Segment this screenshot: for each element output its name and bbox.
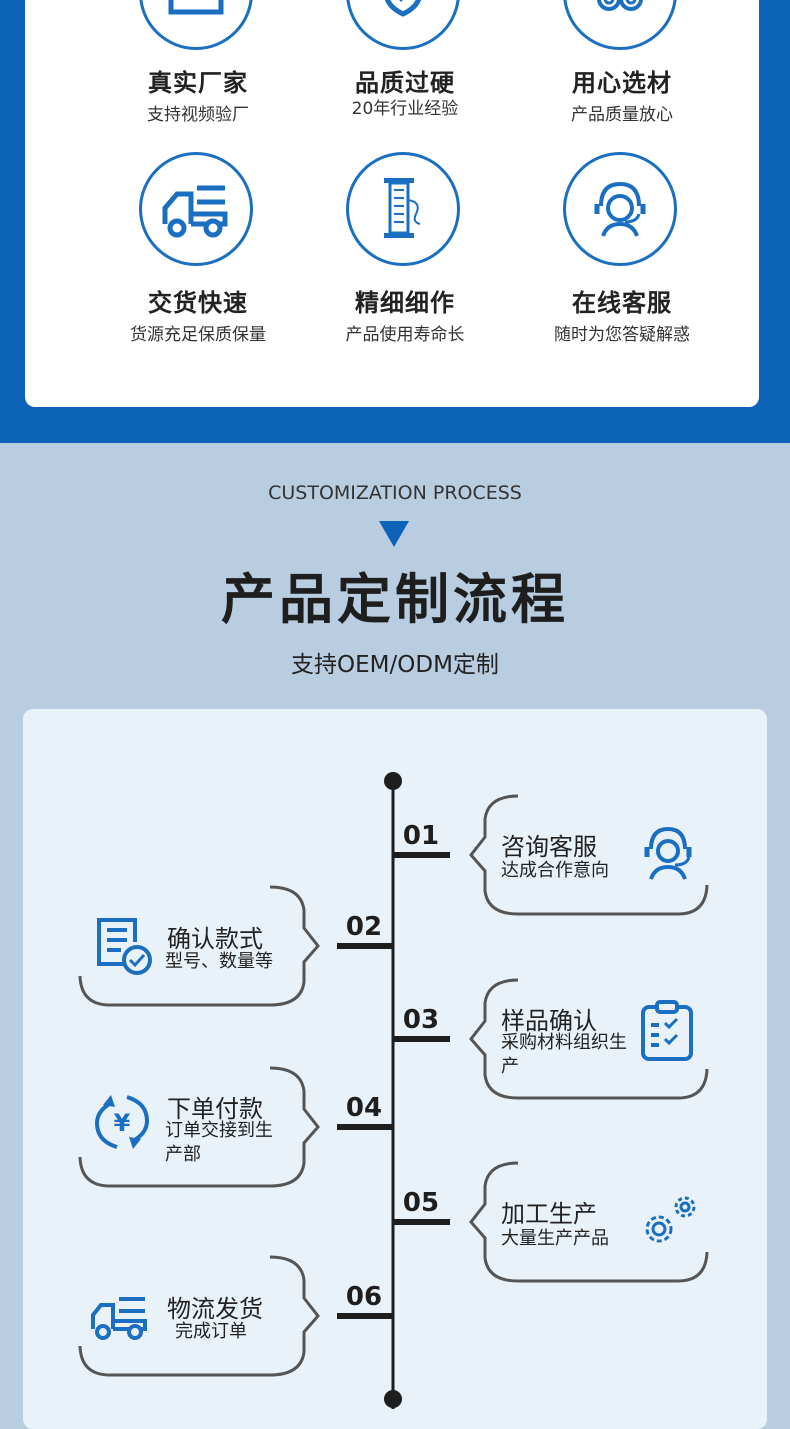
step-title: 物流发货 bbox=[167, 1295, 263, 1323]
step-title: 样品确认 bbox=[501, 1007, 597, 1035]
step-subtitle: 完成订单 bbox=[175, 1321, 247, 1342]
spool-icon bbox=[346, 152, 460, 266]
truck-icon bbox=[91, 1297, 147, 1340]
material-roll-icon bbox=[563, 0, 677, 50]
process-panel: 01 02 03 04 05 06 咨询客服 达成合作意向 确认款式 型号、数量… bbox=[23, 709, 767, 1429]
step-number: 04 bbox=[345, 1093, 383, 1123]
headset-icon bbox=[644, 826, 692, 880]
document-check-icon bbox=[97, 918, 152, 975]
feature-subtitle: 货源充足保质保量 bbox=[130, 325, 266, 345]
feature-title: 精细细作 bbox=[355, 289, 455, 317]
gears-icon bbox=[645, 1196, 696, 1243]
feature-title: 品质过硬 bbox=[355, 69, 455, 97]
step-title: 咨询客服 bbox=[501, 833, 597, 861]
step-number: 01 bbox=[402, 821, 440, 851]
truck-icon bbox=[139, 152, 253, 266]
step-subtitle: 采购材料组织生产 bbox=[501, 1032, 627, 1077]
svg-text:¥: ¥ bbox=[114, 1109, 131, 1137]
feature-subtitle: 产品质量放心 bbox=[571, 105, 673, 125]
step-subtitle: 大量生产产品 bbox=[501, 1228, 609, 1249]
process-subtitle: 支持OEM/ODM定制 bbox=[291, 652, 499, 678]
feature-title: 在线客服 bbox=[572, 289, 672, 317]
step-subtitle: 订单交接到生产部 bbox=[165, 1120, 273, 1165]
feature-title: 真实厂家 bbox=[148, 69, 248, 97]
feature-subtitle: 产品使用寿命长 bbox=[345, 325, 465, 345]
timeline bbox=[78, 772, 709, 1409]
step-title: 确认款式 bbox=[167, 925, 263, 953]
step-number: 05 bbox=[402, 1188, 440, 1218]
yuan-refresh-icon: ¥ bbox=[94, 1095, 150, 1149]
step-number: 02 bbox=[345, 912, 383, 942]
process-title: 产品定制流程 bbox=[221, 568, 569, 631]
factory-icon bbox=[139, 0, 253, 50]
feature-title: 交货快速 bbox=[148, 289, 248, 317]
clipboard-check-icon bbox=[641, 1000, 693, 1061]
process-en-title: CUSTOMIZATION PROCESS bbox=[268, 482, 522, 504]
advantages-card: 真实厂家 支持视频验厂 品质过硬 20年行业经验 用心选材 产品质量放心 bbox=[25, 0, 759, 407]
step-number: 03 bbox=[402, 1005, 440, 1035]
feature-subtitle: 支持视频验厂 bbox=[147, 105, 249, 125]
step-subtitle: 型号、数量等 bbox=[165, 951, 273, 972]
feature-subtitle: 随时为您答疑解惑 bbox=[554, 325, 690, 345]
feature-subtitle: 20年行业经验 bbox=[351, 99, 459, 119]
down-triangle-icon bbox=[379, 521, 409, 547]
headset-icon bbox=[563, 152, 677, 266]
step-title: 加工生产 bbox=[501, 1200, 597, 1228]
feature-title: 用心选材 bbox=[572, 69, 672, 97]
step-number: 06 bbox=[345, 1282, 383, 1312]
step-title: 下单付款 bbox=[167, 1095, 263, 1123]
shield-icon bbox=[346, 0, 460, 50]
step-subtitle: 达成合作意向 bbox=[501, 860, 609, 881]
